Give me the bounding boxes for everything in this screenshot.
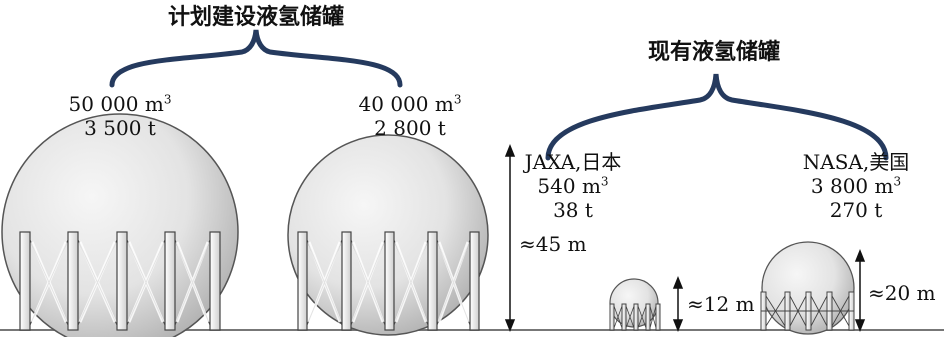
tank-a-volume-exponent: 3: [163, 92, 172, 107]
planned-tank-b: [287, 134, 489, 336]
height-arrow-45m: [504, 143, 516, 333]
tank-b-volume: 40 000 m: [358, 92, 454, 116]
tank-b-mass: 2 800 t: [374, 116, 446, 140]
jaxa-owner: JAXA,日本: [524, 150, 622, 174]
height-label-20m: ≈20 m: [868, 281, 936, 305]
jaxa-specs: JAXA,日本 540 m3 38 t: [518, 150, 628, 222]
jaxa-tank: [609, 278, 661, 331]
height-label-45m: ≈45 m: [519, 232, 587, 256]
tank-a-specs: 50 000 m3 3 500 t: [65, 92, 175, 140]
jaxa-mass: 38 t: [553, 198, 593, 222]
height-label-12m: ≈12 m: [687, 292, 755, 316]
tank-b-volume-exponent: 3: [453, 92, 462, 107]
nasa-mass: 270 t: [829, 198, 883, 222]
nasa-volume: 3 800 m: [810, 174, 894, 198]
nasa-owner: NASA,美国: [802, 150, 910, 174]
tank-a-mass: 3 500 t: [84, 116, 156, 140]
height-arrow-12m: [672, 275, 684, 333]
height-arrow-20m: [854, 248, 866, 333]
planned-brace: [109, 29, 403, 88]
existing-brace: [545, 73, 889, 161]
planned-tanks-header: 计划建设液氢储罐: [168, 5, 345, 30]
jaxa-volume: 540 m: [537, 174, 601, 198]
existing-tanks-header: 现有液氢储罐: [648, 40, 781, 65]
jaxa-volume-exponent: 3: [600, 174, 609, 189]
nasa-volume-exponent: 3: [893, 174, 902, 189]
tank-a-volume: 50 000 m: [68, 92, 164, 116]
nasa-specs: NASA,美国 3 800 m3 270 t: [796, 150, 916, 222]
nasa-tank: [760, 241, 855, 335]
planned-tank-a: [1, 113, 239, 337]
tank-b-specs: 40 000 m3 2 800 t: [355, 92, 465, 140]
